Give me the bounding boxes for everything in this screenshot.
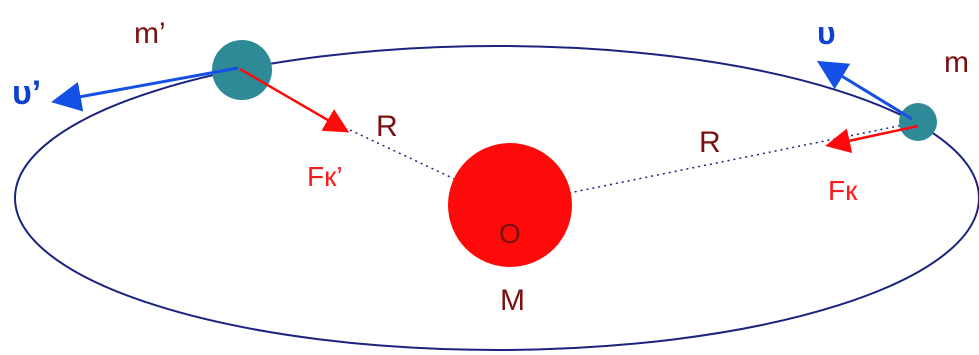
force-arrow-prime (239, 67, 350, 133)
label-mass-prime: m’ (134, 17, 166, 50)
label-radius-right: R (699, 126, 721, 159)
velocity-arrow (816, 60, 913, 121)
label-velocity: υ (817, 15, 836, 51)
label-radius-left: R (376, 110, 398, 143)
label-center: O (499, 218, 521, 249)
velocity-arrow-prime (51, 66, 239, 112)
label-central-mass: M (500, 284, 525, 317)
label-force-prime: Fк’ (307, 161, 343, 192)
central-body (448, 143, 572, 267)
label-force: Fк (828, 175, 858, 206)
label-mass: m (944, 46, 969, 79)
satellite-m (899, 103, 937, 141)
force-arrow (825, 124, 919, 153)
orbit-ellipse (14, 45, 979, 351)
label-velocity-prime: υ’ (12, 74, 41, 112)
